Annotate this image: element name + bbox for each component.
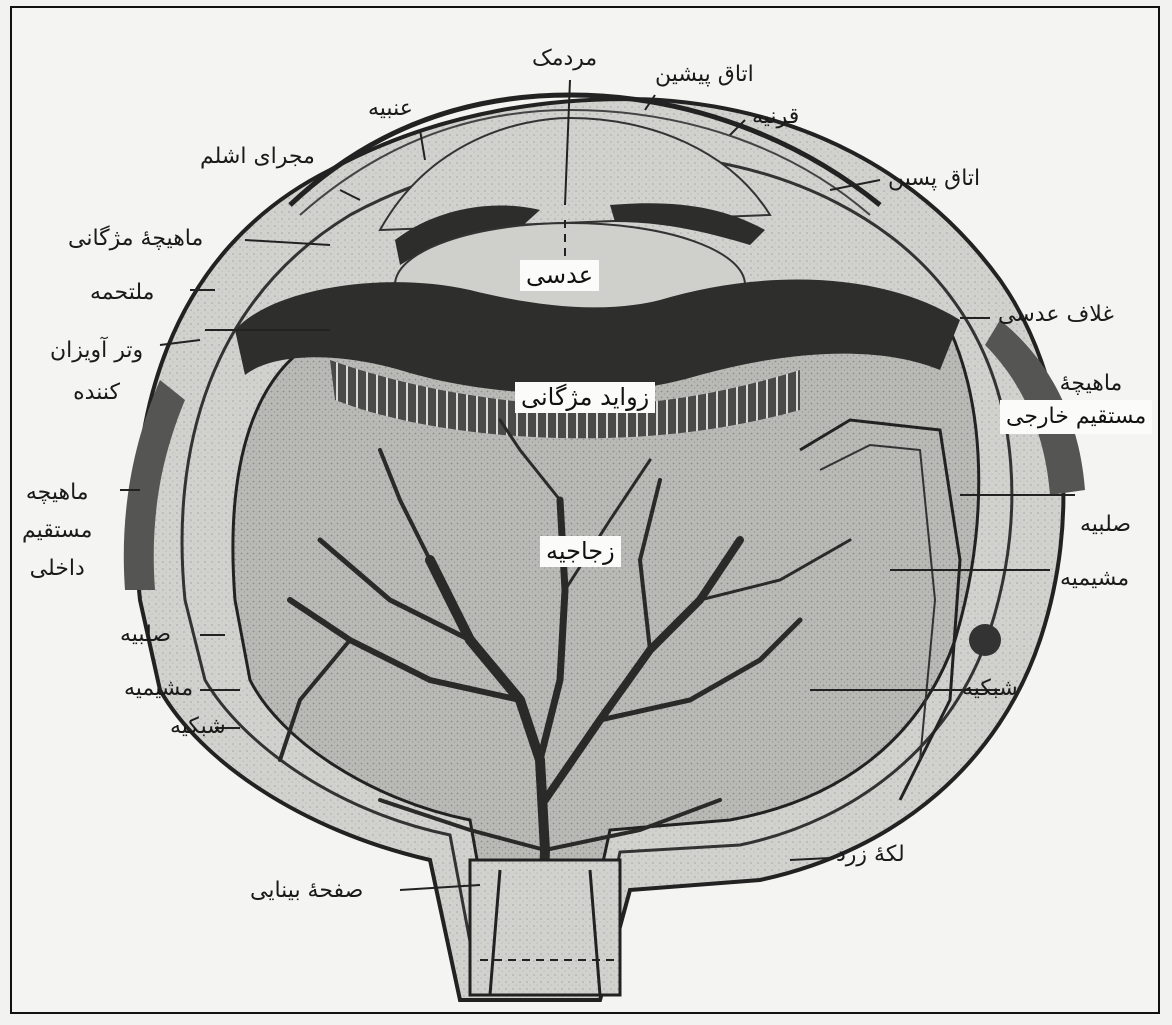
label-posterior-chamber: اتاق پسین [888,166,980,192]
label-anterior-chamber: اتاق پیشین [655,62,754,88]
label-choroid-left: مشیمیه [124,676,193,702]
label-pupil: مردمک [532,46,597,72]
label-optic-disc: صفحهٔ بینایی [250,878,363,904]
label-medial-rectus-line3: داخلی [22,550,92,588]
label-suspensory-ligament-line1: وتر آویزان [50,330,143,372]
label-retina-left: شبکیه [170,714,226,740]
label-sclera-left: صلبیه [120,622,171,648]
label-retina-right: شبکیه [962,676,1018,702]
label-schlemm-canal: مجرای اشلم [200,144,315,170]
label-suspensory-ligament: وتر آویزان کننده [50,330,143,414]
label-lateral-rectus-line2: مستقیم خارجی [1000,400,1152,434]
label-iris: عنبیه [368,96,413,122]
label-medial-rectus: ماهیچه مستقیم داخلی [22,474,92,588]
label-lateral-rectus: ماهیچهٔ مستقیم خارجی [1000,368,1152,434]
label-choroid-right: مشیمیه [1060,566,1129,592]
label-vitreous: زجاجیه [540,536,621,567]
label-lens-capsule: غلاف عدسی [998,302,1114,328]
label-lens: عدسی [520,260,599,291]
label-suspensory-ligament-line2: کننده [50,372,143,414]
label-cornea: قرنیه [752,104,799,130]
label-lateral-rectus-line1: ماهیچهٔ [1000,368,1152,400]
label-conjunctiva: ملتحمه [90,280,154,306]
label-medial-rectus-line1: ماهیچه [22,474,92,512]
label-ciliary-processes: زواید مژگانی [515,382,655,413]
label-ciliary-muscle: ماهیچهٔ مژگانی [68,226,203,252]
optic-disc-bump [969,624,1001,656]
label-medial-rectus-line2: مستقیم [22,512,92,550]
label-sclera-right: صلبیه [1080,512,1131,538]
label-macula: لکهٔ زرد [836,842,905,868]
